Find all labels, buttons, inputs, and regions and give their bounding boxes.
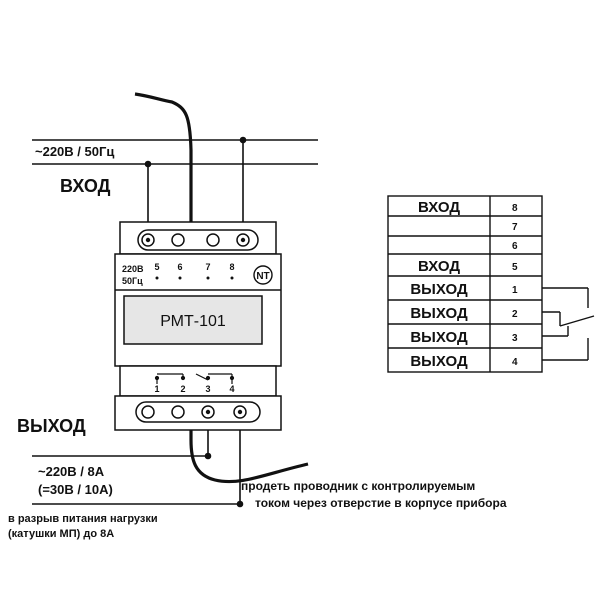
nt-logo: NT bbox=[253, 265, 273, 285]
input-supply-label: ~220В / 50Гц bbox=[35, 144, 114, 159]
bottom-terminal-number-4: 4 bbox=[229, 384, 234, 394]
output-rating-1: ~220В / 8А bbox=[38, 464, 105, 479]
table-contact-symbol bbox=[542, 287, 595, 361]
pin-row-number: 1 bbox=[512, 285, 518, 296]
pin-row-number: 5 bbox=[512, 262, 518, 273]
input-heading: ВХОД bbox=[60, 176, 111, 196]
load-note-2: (катушки МП) до 8А bbox=[8, 528, 114, 540]
bottom-terminal-number-2: 2 bbox=[180, 384, 185, 394]
bottom-terminal-number-1: 1 bbox=[154, 384, 159, 394]
relay-contact-symbol bbox=[154, 373, 235, 384]
device-bottom-housing bbox=[119, 365, 277, 397]
top-terminal-number-5: 5 bbox=[154, 262, 159, 272]
terminal-screw-2 bbox=[171, 405, 185, 419]
bottom-terminal-rail bbox=[135, 401, 261, 423]
junction-dot bbox=[144, 160, 152, 168]
device-model-label: РМТ-101 bbox=[160, 313, 226, 330]
terminal-screw-6 bbox=[171, 233, 185, 247]
pin-row-label: ВЫХОД bbox=[410, 305, 468, 322]
device-supply-label-2: 50Гц bbox=[122, 276, 143, 286]
load-note-1: в разрыв питания нагрузки bbox=[8, 513, 158, 525]
junction-dot bbox=[236, 500, 244, 508]
bottom-terminal-number-3: 3 bbox=[205, 384, 210, 394]
terminal-screw-1 bbox=[141, 405, 155, 419]
pin-table-rows: ВХОД 8 7 6 ВХОД 5 ВЫХОД 1 ВЫХОД 2 ВЫХОД … bbox=[410, 199, 518, 370]
top-terminal-number-8: 8 bbox=[229, 262, 234, 272]
pin-row-label: ВХОД bbox=[418, 258, 460, 275]
controlled-conductor bbox=[134, 92, 309, 484]
top-terminal-number-7: 7 bbox=[205, 262, 210, 272]
pin-row-number: 4 bbox=[512, 357, 518, 368]
junction-dot bbox=[204, 452, 212, 460]
junction-dot bbox=[239, 136, 247, 144]
pin-row-number: 2 bbox=[512, 309, 518, 320]
output-heading: ВЫХОД bbox=[17, 416, 86, 436]
output-rating-2: (=30В / 10А) bbox=[38, 482, 113, 497]
pin-table bbox=[387, 195, 543, 373]
pin-row-label: ВХОД bbox=[418, 199, 460, 216]
top-terminal-dots bbox=[155, 276, 234, 280]
display-window bbox=[123, 295, 263, 345]
pin-row-number: 7 bbox=[512, 222, 518, 233]
pin-row-label: ВЫХОД bbox=[410, 329, 468, 346]
terminal-screw-7 bbox=[206, 233, 220, 247]
pin-row-label: ВЫХОД bbox=[410, 353, 468, 370]
conductor-note-2: током через отверстие в корпусе прибора bbox=[255, 496, 507, 510]
svg-text:NT: NT bbox=[256, 271, 269, 282]
pin-row-number: 8 bbox=[512, 203, 518, 214]
top-terminal-number-6: 6 bbox=[177, 262, 182, 272]
pin-row-number: 3 bbox=[512, 333, 518, 344]
pin-row-number: 6 bbox=[512, 241, 518, 252]
conductor-note-1: продеть проводник с контролируемым bbox=[241, 479, 475, 493]
device-supply-label-1: 220В bbox=[122, 264, 144, 274]
pin-row-label: ВЫХОД bbox=[410, 281, 468, 298]
top-terminal-rail bbox=[137, 229, 259, 251]
